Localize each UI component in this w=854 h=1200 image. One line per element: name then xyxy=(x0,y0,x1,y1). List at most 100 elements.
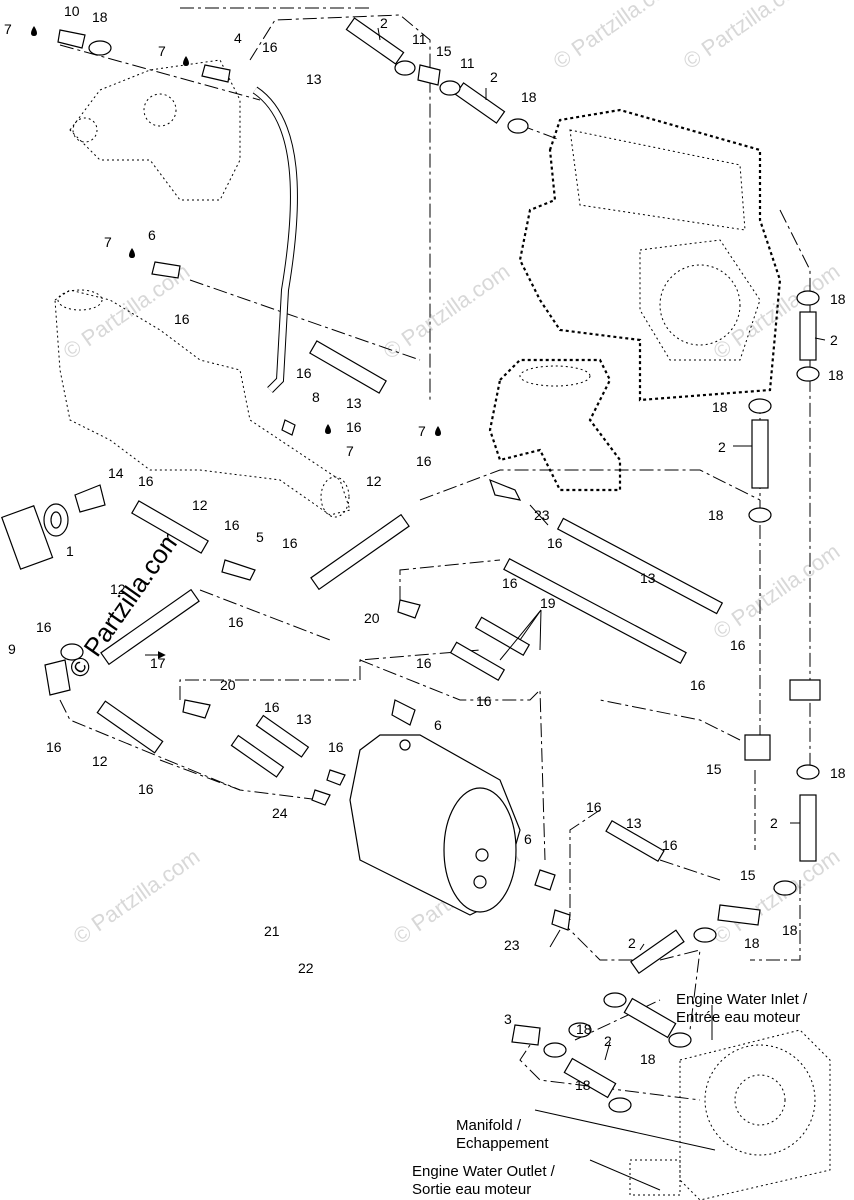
callout-label: 16 xyxy=(586,799,602,815)
callout-label: 18 xyxy=(830,291,846,307)
callout-label: 17 xyxy=(150,655,166,671)
water-tank xyxy=(349,734,521,916)
callout-label: 7 xyxy=(104,234,112,250)
callout-label: 16 xyxy=(262,39,278,55)
fittings xyxy=(1,29,821,1113)
callout-label: 18 xyxy=(640,1051,656,1067)
engine-block xyxy=(488,108,782,492)
watermark-text: © Partzilla.com xyxy=(549,0,685,74)
callout-label: 16 xyxy=(328,739,344,755)
callout-label: 16 xyxy=(138,781,154,797)
engine-water-outlet-label-fr: Sortie eau moteur xyxy=(412,1181,531,1198)
callout-label: 20 xyxy=(364,610,380,626)
callout-label: 14 xyxy=(108,465,124,481)
callout-label: 16 xyxy=(174,311,190,327)
exhaust-pipe xyxy=(54,289,351,518)
engine-water-inlet-label-fr: Entrée eau moteur xyxy=(676,1009,800,1026)
watermark-text: © Partzilla.com xyxy=(709,539,845,645)
callout-label: 16 xyxy=(138,473,154,489)
callout-label: 15 xyxy=(740,867,756,883)
callout-label: 16 xyxy=(282,535,298,551)
callout-label: 16 xyxy=(296,365,312,381)
callout-label: 23 xyxy=(504,937,520,953)
callout-label: 3 xyxy=(504,1011,512,1027)
callout-label: 19 xyxy=(540,595,556,611)
callout-label: 12 xyxy=(192,497,208,513)
callout-label: 1 xyxy=(66,543,74,559)
callout-label: 16 xyxy=(662,837,678,853)
callout-label: 18 xyxy=(828,367,844,383)
callout-label: 12 xyxy=(92,753,108,769)
hose-clamps xyxy=(60,40,820,1113)
callout-label: 7 xyxy=(4,21,12,37)
callout-label: 13 xyxy=(306,71,322,87)
callout-label: 13 xyxy=(640,570,656,586)
callout-label: 4 xyxy=(234,30,242,46)
drop-icon xyxy=(435,426,441,436)
callout-label: 11 xyxy=(412,31,427,47)
manifold-label-fr: Echappement xyxy=(456,1135,549,1152)
callout-label: 6 xyxy=(148,227,156,243)
callout-label: 2 xyxy=(770,815,778,831)
location-notes: Engine Water Inlet / Entrée eau moteur M… xyxy=(412,991,808,1198)
callout-label: 2 xyxy=(380,15,388,31)
callout-label: 6 xyxy=(434,717,442,733)
callout-label: 7 xyxy=(158,43,166,59)
watermark-text: © Partzilla.com xyxy=(69,844,205,950)
callout-label: 2 xyxy=(490,69,498,85)
engine-water-outlet-label: Engine Water Outlet / xyxy=(412,1163,556,1180)
drop-icon xyxy=(325,424,331,434)
callout-label: 16 xyxy=(416,453,432,469)
callout-label: 18 xyxy=(92,9,108,25)
callout-label: 18 xyxy=(830,765,846,781)
callout-label: 16 xyxy=(346,419,362,435)
callout-label: 16 xyxy=(46,739,62,755)
callout-label: 23 xyxy=(534,507,550,523)
watermark-text: © Partzilla.com xyxy=(379,259,515,365)
drop-icon xyxy=(31,26,37,36)
callout-label: 16 xyxy=(36,619,52,635)
engine-water-inlet-label: Engine Water Inlet / xyxy=(676,991,808,1008)
callout-label: 16 xyxy=(690,677,706,693)
callout-label: 15 xyxy=(436,43,452,59)
hoses xyxy=(96,17,817,1099)
callout-label: 12 xyxy=(366,473,382,489)
callout-label: 18 xyxy=(744,935,760,951)
callout-label: 18 xyxy=(782,922,798,938)
callout-label: 13 xyxy=(346,395,362,411)
callout-label: 21 xyxy=(264,923,280,939)
callout-label: 11 xyxy=(460,55,475,71)
callout-label: 5 xyxy=(256,529,264,545)
engine-outlet-housing xyxy=(629,1029,831,1200)
callout-label: 10 xyxy=(64,3,80,19)
callout-label: 2 xyxy=(718,439,726,455)
callout-label: 18 xyxy=(712,399,728,415)
manifold-label: Manifold / xyxy=(456,1117,522,1134)
callout-label: 9 xyxy=(8,641,16,657)
callout-label: 2 xyxy=(604,1033,612,1049)
callout-label: 8 xyxy=(312,389,320,405)
drop-icon xyxy=(129,248,135,258)
callout-label: 16 xyxy=(228,614,244,630)
exhaust-manifold xyxy=(69,59,241,201)
callout-label: 18 xyxy=(521,89,537,105)
callout-label: 24 xyxy=(272,805,288,821)
drop-icons xyxy=(31,26,441,436)
watermark-logo-text: © Partzilla.com xyxy=(62,523,187,684)
callout-label: 16 xyxy=(547,535,563,551)
leader-lines xyxy=(145,27,826,1191)
callout-label: 6 xyxy=(524,831,532,847)
callout-label: 15 xyxy=(706,761,722,777)
callout-label: 22 xyxy=(298,960,314,976)
callout-label: 13 xyxy=(626,815,642,831)
callout-label: 7 xyxy=(346,443,354,459)
callout-numbers: 7 10 18 7 4 16 13 2 11 15 11 2 18 7 6 16… xyxy=(4,3,846,1093)
callout-label: 2 xyxy=(830,332,838,348)
callout-label: 16 xyxy=(476,693,492,709)
callout-label: 13 xyxy=(296,711,312,727)
callout-label: 18 xyxy=(708,507,724,523)
callout-label: 2 xyxy=(628,935,636,951)
watermark-text: © Partzilla.com xyxy=(709,844,845,950)
callout-label: 18 xyxy=(575,1077,591,1093)
